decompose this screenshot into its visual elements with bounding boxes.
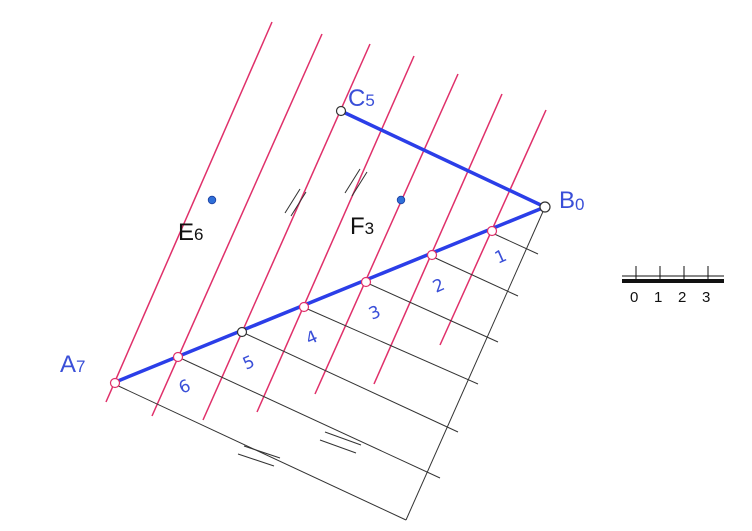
division-label-3: 3 xyxy=(366,302,384,325)
label-f: F3 xyxy=(350,213,374,240)
point-a-marker xyxy=(109,377,121,389)
label-b: B0 xyxy=(559,187,584,214)
parallel-mark xyxy=(324,431,362,446)
parallel-mark xyxy=(351,171,368,197)
construction-tick-3 xyxy=(364,281,499,343)
construction-tick-5 xyxy=(241,331,459,433)
construction-lines xyxy=(111,168,546,521)
projector-line-3 xyxy=(314,73,459,395)
parallel-mark xyxy=(237,453,275,467)
label-c: C5 xyxy=(348,85,375,112)
construction-tick-2 xyxy=(430,255,519,297)
parallel-mark xyxy=(290,191,307,217)
scale-label-2: 2 xyxy=(678,289,686,306)
division-point-1 xyxy=(486,225,498,237)
parallel-mark xyxy=(319,439,357,454)
division-label-6: 6 xyxy=(176,376,194,399)
scale-label-0: 0 xyxy=(630,289,638,306)
scale-label-3: 3 xyxy=(702,289,710,306)
division-label-1: 1 xyxy=(492,246,510,269)
segment-cb xyxy=(339,109,547,209)
parallel-mark xyxy=(344,168,361,194)
segments xyxy=(111,109,547,385)
division-points xyxy=(109,225,498,389)
point-b-marker xyxy=(539,201,551,213)
projector-line-2 xyxy=(373,93,503,385)
point-f-marker xyxy=(396,195,406,205)
free-points xyxy=(207,195,406,205)
projector-lines xyxy=(105,21,547,421)
division-point-3 xyxy=(360,276,372,288)
label-a: A7 xyxy=(60,351,85,378)
projector-line-5 xyxy=(202,43,371,421)
graphical-scale: 0 1 2 3 xyxy=(622,266,724,306)
division-label-5: 5 xyxy=(240,352,258,375)
division-label-4: 4 xyxy=(303,327,321,350)
construction-ray xyxy=(405,206,546,521)
division-point-2 xyxy=(426,249,438,261)
parallel-mark xyxy=(284,188,301,214)
point-c-marker xyxy=(335,105,347,117)
division-point-4 xyxy=(298,301,310,313)
construction-tick-4 xyxy=(302,306,479,385)
segment-ab xyxy=(111,205,547,385)
projector-line-4 xyxy=(256,55,415,413)
division-point-6 xyxy=(172,351,184,363)
projector-line-6 xyxy=(151,33,323,417)
end-points xyxy=(236,105,551,338)
division-label-2: 2 xyxy=(430,275,448,298)
scale-label-1: 1 xyxy=(654,289,662,306)
construction-tick-6 xyxy=(177,356,441,479)
point-e-marker xyxy=(207,195,217,205)
label-e: E6 xyxy=(178,219,203,246)
projector-line-a xyxy=(105,21,273,403)
parallel-mark xyxy=(243,445,281,459)
construction-tick-1 xyxy=(489,231,539,255)
division-point-5 xyxy=(236,326,248,338)
